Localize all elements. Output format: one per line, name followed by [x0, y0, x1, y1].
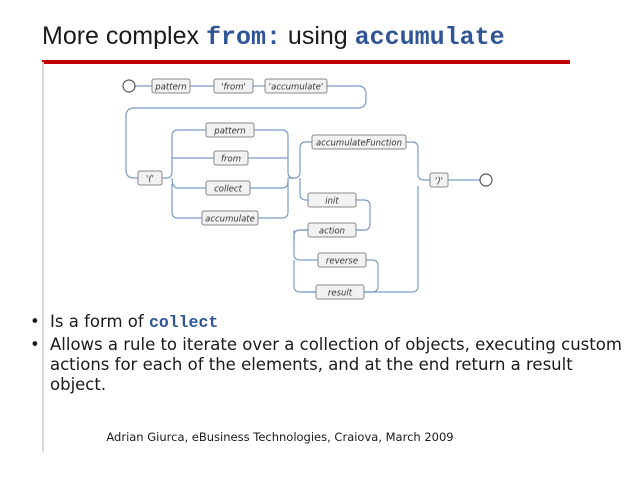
node-collect	[205, 180, 251, 196]
slide-footer: Adrian Giurca, eBusiness Technologies, C…	[106, 430, 454, 444]
node-init	[307, 192, 357, 208]
node-action	[307, 222, 357, 238]
label-accumulate-function: accumulateFunction	[316, 139, 402, 149]
node-from	[213, 150, 249, 166]
bullet-text: Allows a rule to iterate over a collecti…	[50, 335, 622, 394]
label-init: init	[325, 197, 339, 207]
label-from: from	[221, 155, 241, 165]
label-close-paren: ')'	[435, 177, 443, 187]
left-margin-line	[42, 62, 44, 452]
label-from-quoted: 'from'	[221, 83, 246, 93]
node-accumulate	[201, 210, 259, 226]
label-accumulate: accumulate	[205, 215, 255, 225]
bullet-code: collect	[148, 313, 219, 332]
label-reverse: reverse	[326, 257, 358, 267]
label-collect: collect	[214, 185, 242, 195]
title-part2: using	[280, 22, 355, 50]
bullet-list: • Is a form of collect • Allows a rule t…	[28, 312, 628, 397]
title-code-accumulate: accumulate	[354, 23, 505, 52]
end-terminal-icon	[479, 173, 493, 187]
title-code-from: from:	[205, 23, 281, 52]
node-accumulate-quoted	[264, 78, 328, 94]
slide-title: More complex from: using accumulate	[42, 22, 505, 52]
bullet-text: Is a form of	[50, 312, 149, 331]
node-result	[315, 284, 365, 300]
label-open-paren: '('	[146, 175, 154, 185]
start-terminal-icon	[122, 79, 136, 93]
node-open-paren	[137, 170, 163, 186]
label-pattern: pattern	[213, 127, 245, 137]
label-action: action	[319, 227, 345, 237]
syntax-diagram: pattern 'from' 'accumulate' '(' pattern …	[122, 74, 494, 304]
bullet-item: • Allows a rule to iterate over a collec…	[28, 335, 628, 395]
label-result: result	[328, 289, 353, 299]
node-pattern	[205, 122, 255, 138]
label-pattern-top: pattern	[154, 83, 186, 93]
node-from-quoted	[213, 78, 254, 94]
node-accumulate-function	[311, 134, 407, 150]
title-underline	[42, 60, 570, 64]
label-accumulate-quoted: 'accumulate'	[269, 83, 323, 93]
node-reverse	[317, 252, 367, 268]
node-close-paren	[429, 172, 449, 188]
title-part1: More complex	[42, 22, 206, 50]
bullet-dot-icon: •	[30, 335, 40, 354]
bullet-item: • Is a form of collect	[28, 312, 628, 333]
bullet-dot-icon: •	[30, 312, 40, 331]
node-pattern-top	[151, 78, 191, 94]
